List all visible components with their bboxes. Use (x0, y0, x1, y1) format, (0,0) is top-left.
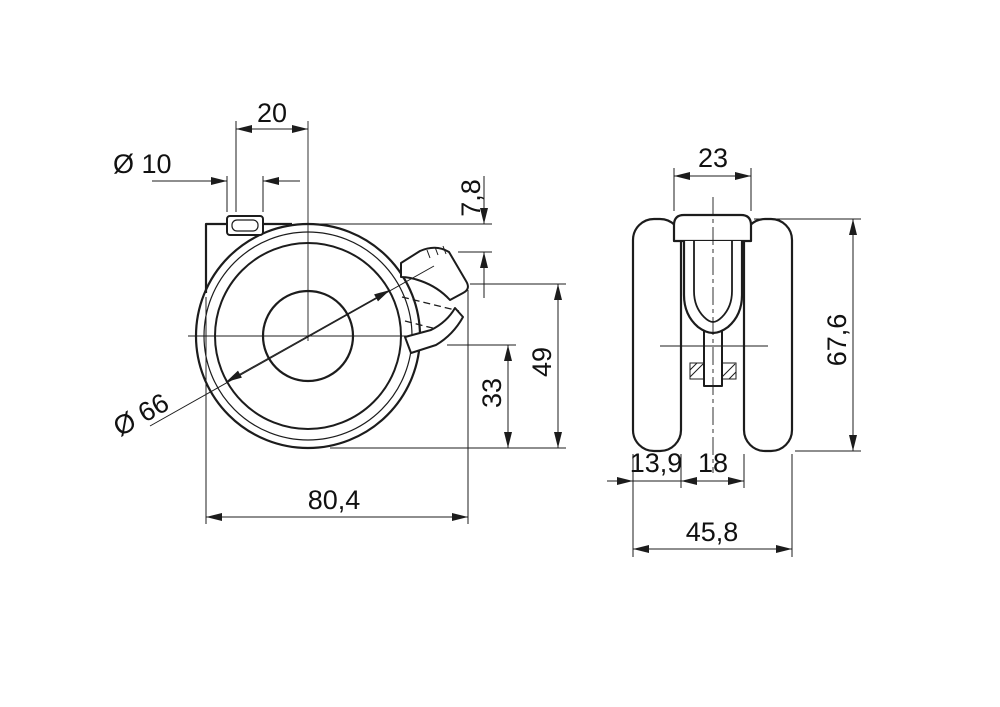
dim-fork-width: 23 (673, 143, 752, 211)
dim-label-lever-height: 49 (527, 347, 557, 377)
centerlines (188, 121, 434, 341)
dim-overall-length: 80,4 (205, 290, 469, 524)
dim-label-wheel-width: 13,9 (630, 448, 683, 478)
dim-housing-offset: 7,8 (312, 176, 492, 298)
dim-label-fork-width: 23 (698, 143, 728, 173)
dim-label-overall-length: 80,4 (308, 485, 361, 515)
fork (672, 213, 753, 335)
dim-wheel-width-and-gap: 13,9 18 (607, 448, 793, 557)
dim-label-pin-diameter: Ø 10 (113, 149, 172, 179)
dim-pin-offset: 20 (235, 98, 308, 212)
front-wheel-right (742, 217, 794, 453)
dim-label-pin-offset: 20 (257, 98, 287, 128)
side-view: 20 Ø 10 7,8 49 33 (108, 98, 566, 524)
front-view: 23 67,6 13,9 18 45,8 (607, 143, 861, 557)
dim-overall-height: 67,6 (754, 218, 861, 452)
dim-lever-height: 49 (330, 283, 566, 449)
dim-overall-width: 45,8 (633, 517, 792, 553)
dim-label-overall-height: 67,6 (822, 314, 852, 367)
dim-label-overall-width: 45,8 (686, 517, 739, 547)
dim-label-housing-offset: 7,8 (456, 179, 486, 217)
brake-lever (400, 245, 469, 354)
dim-label-axle-height: 33 (477, 378, 507, 408)
mounting-pin (204, 215, 292, 293)
dim-axle-height: 33 (447, 344, 516, 448)
front-wheel-left (631, 217, 683, 453)
dim-label-fork-gap: 18 (698, 448, 728, 478)
dim-label-wheel-diameter: Ø 66 (108, 387, 174, 442)
dim-pin-diameter: Ø 10 (113, 149, 300, 212)
